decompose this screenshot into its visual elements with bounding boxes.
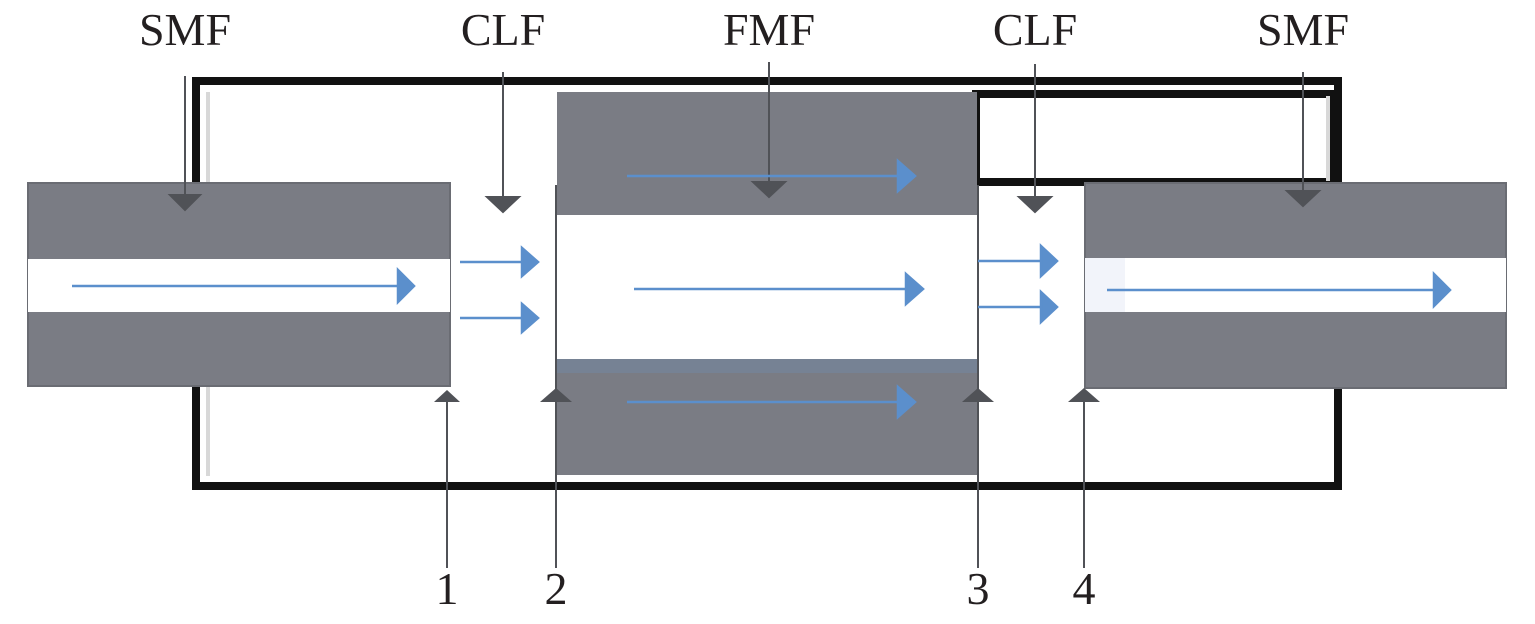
pointer-up-icon [540, 388, 572, 402]
label-clf-right: CLF [993, 4, 1077, 55]
interface-number-2: 2 [545, 563, 568, 614]
pointer-down-icon [484, 196, 522, 214]
pointer-down-icon [167, 194, 203, 212]
label-smf-left: SMF [139, 4, 231, 55]
label-pointers [167, 62, 1322, 214]
arrow-right-icon [1432, 270, 1452, 310]
arrow-right-icon [896, 384, 917, 420]
interface-number-4: 4 [1073, 563, 1096, 614]
arrow-right-icon [520, 301, 540, 335]
pointer-up-icon [1068, 388, 1100, 402]
label-fmf: FMF [723, 4, 815, 55]
pointer-up-icon [434, 390, 460, 402]
arrow-right-icon [1039, 243, 1059, 279]
pointer-down-icon [1016, 196, 1054, 214]
pointer-up-icon [962, 388, 994, 402]
arrow-right-icon [904, 271, 925, 307]
interface-number-1: 1 [436, 563, 459, 614]
pointer-down-icon [750, 181, 788, 199]
fiber-labels: SMF CLF FMF CLF SMF [139, 4, 1349, 55]
arrow-right-icon [1039, 289, 1059, 325]
arrow-right-icon [896, 158, 917, 194]
label-smf-right: SMF [1257, 4, 1349, 55]
interface-numbers: 1 2 3 4 [436, 563, 1096, 614]
pointer-down-icon [1284, 190, 1322, 208]
smf-left-fiber [27, 182, 451, 387]
interface-pointers [434, 388, 1100, 402]
light-arrows [72, 158, 1452, 420]
interface-number-3: 3 [967, 563, 990, 614]
arrow-right-icon [396, 266, 416, 306]
arrow-right-icon [520, 245, 540, 279]
interface-lines [446, 185, 1085, 568]
label-clf-left: CLF [461, 4, 545, 55]
